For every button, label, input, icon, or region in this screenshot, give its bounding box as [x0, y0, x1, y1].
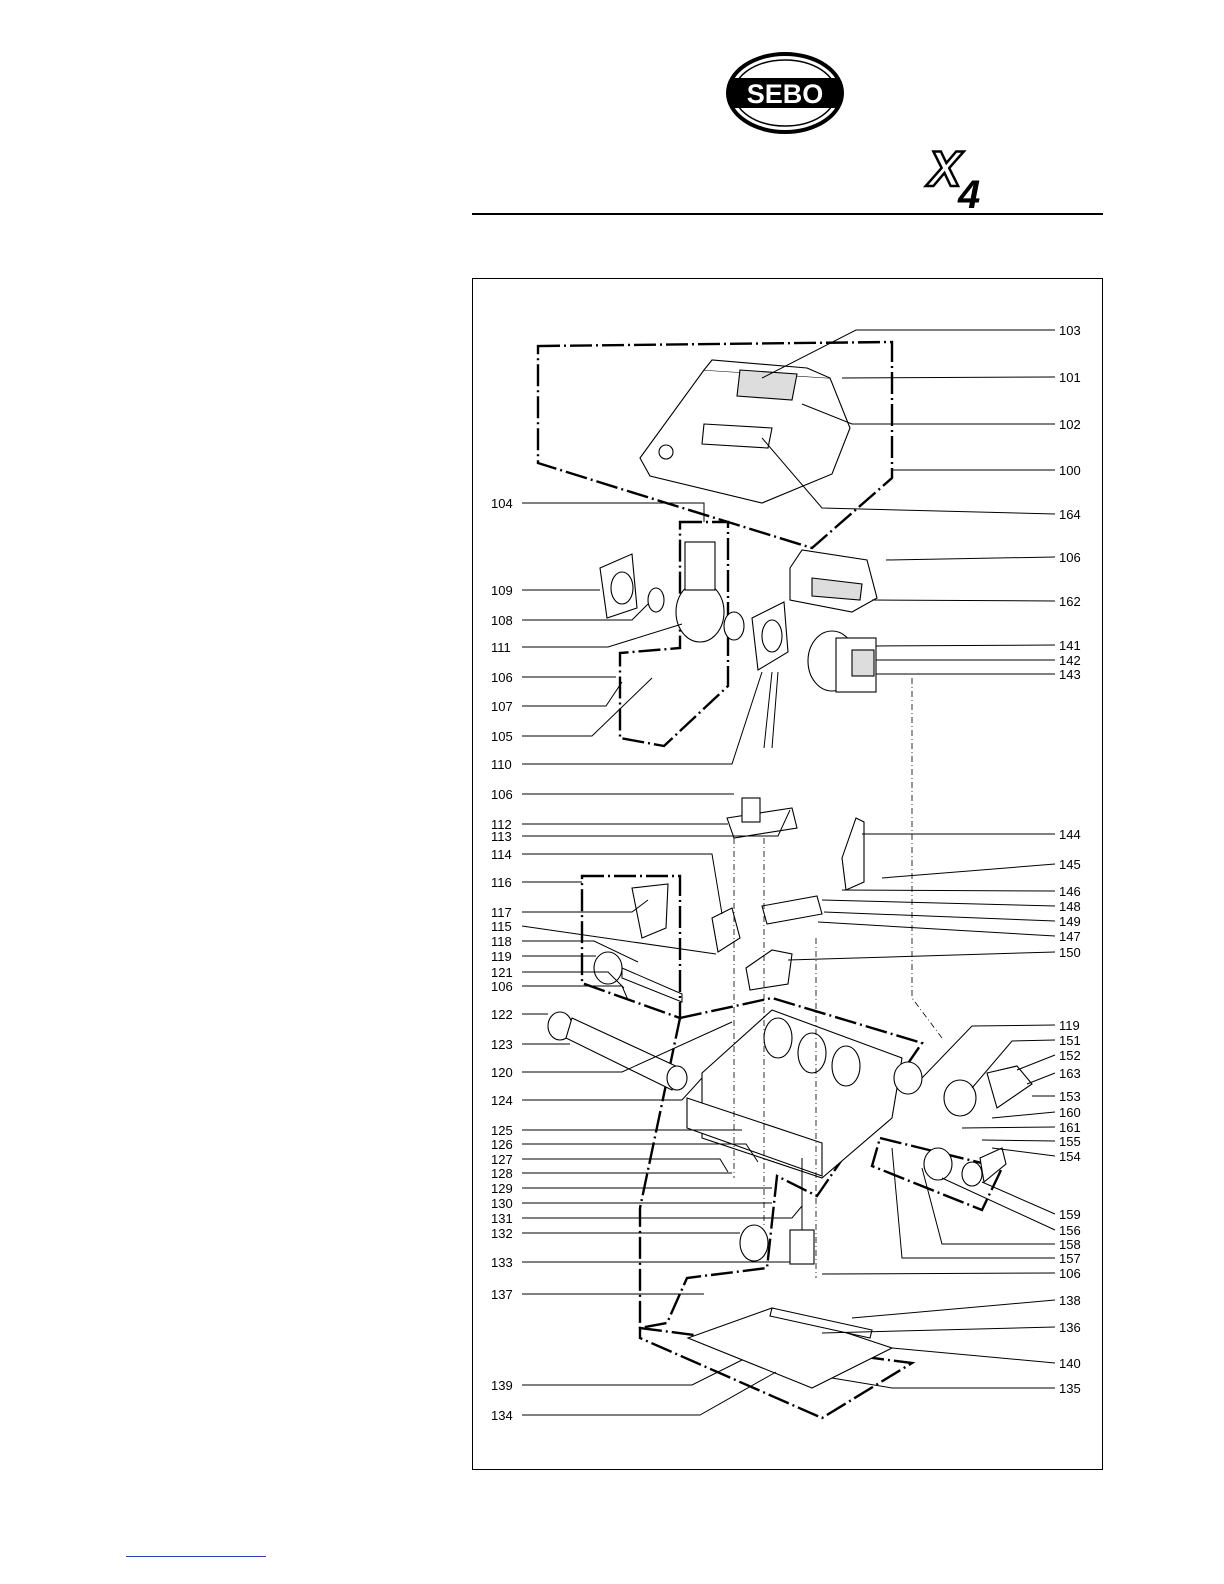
callout-122: 122	[491, 1007, 513, 1022]
brush-roller-123	[548, 1012, 687, 1090]
callout-107: 107	[491, 699, 513, 714]
callout-130: 130	[491, 1196, 513, 1211]
wheel-119-left	[594, 952, 622, 984]
fan-housing-104	[676, 542, 744, 642]
callout-102: 102	[1059, 417, 1081, 432]
callout-131: 131	[491, 1211, 513, 1226]
callout-134: 134	[491, 1408, 513, 1423]
callout-100: 100	[1059, 463, 1081, 478]
callout-162: 162	[1059, 594, 1081, 609]
callout-118: 118	[491, 934, 512, 949]
model-number: 4	[957, 173, 980, 212]
sebo-logo: SEBO	[726, 52, 844, 134]
callout-137: 137	[491, 1287, 513, 1302]
callout-105: 105	[491, 729, 513, 744]
callout-123: 123	[491, 1037, 513, 1052]
callout-116: 116	[491, 875, 512, 890]
callout-153: 153	[1059, 1089, 1081, 1104]
callout-141: 141	[1059, 638, 1081, 653]
callout-143: 143	[1059, 667, 1081, 682]
callout-142: 142	[1059, 653, 1081, 668]
callout-133: 133	[491, 1255, 513, 1270]
callout-160: 160	[1059, 1105, 1081, 1120]
callout-164: 164	[1059, 507, 1081, 522]
callout-104: 104	[491, 496, 513, 511]
motor-shroud-162	[790, 550, 877, 612]
callout-148: 148	[1059, 899, 1081, 914]
callout-150: 150	[1059, 945, 1081, 960]
callout-103: 103	[1059, 323, 1081, 338]
callout-146: 146	[1059, 884, 1081, 899]
bearing-plate-110	[752, 602, 788, 748]
callout-127: 127	[491, 1152, 513, 1167]
callout-138: 138	[1059, 1293, 1081, 1308]
callout-149: 149	[1059, 914, 1081, 929]
callout-121: 121	[491, 965, 513, 980]
callout-140: 140	[1059, 1356, 1081, 1371]
axle-118	[622, 968, 682, 1002]
base-chassis-124	[687, 1010, 902, 1178]
cover-100	[640, 360, 850, 503]
motor-141	[808, 631, 876, 692]
callout-152: 152	[1059, 1048, 1081, 1063]
exploded-parts-diagram: 103 101 102 100 164 106 162 141 142 143 …	[472, 278, 1103, 1470]
header-rule	[472, 213, 1103, 215]
callout-129: 129	[491, 1181, 513, 1196]
callout-163: 163	[1059, 1066, 1081, 1081]
callout-151: 151	[1059, 1033, 1081, 1048]
drive-motor-133	[740, 1158, 814, 1264]
callout-145: 145	[1059, 857, 1081, 872]
callout-119-b: 119	[491, 949, 512, 964]
callouts-left: 104 109 108 111 106 107 105 110 106 112 …	[491, 496, 513, 1423]
callout-158: 158	[1059, 1237, 1081, 1252]
callout-106-b: 106	[1059, 1266, 1081, 1281]
side-plate-109	[600, 554, 664, 618]
callout-113: 113	[491, 829, 512, 844]
gearbox-151	[944, 1066, 1032, 1116]
air-duct-150	[746, 950, 792, 990]
bumper-117	[632, 884, 668, 938]
leaders-right	[762, 330, 1055, 1388]
callout-120: 120	[491, 1065, 513, 1080]
callout-156: 156	[1059, 1223, 1081, 1238]
wheel-119-right	[894, 1062, 922, 1094]
callout-111: 111	[491, 640, 511, 655]
callout-126: 126	[491, 1137, 513, 1152]
callout-159: 159	[1059, 1207, 1081, 1222]
callout-154: 154	[1059, 1149, 1081, 1164]
callout-132: 132	[491, 1226, 513, 1241]
pulley-156	[924, 1148, 1006, 1186]
callout-136: 136	[1059, 1320, 1081, 1335]
callout-135: 135	[1059, 1381, 1081, 1396]
pedal-114	[712, 908, 740, 952]
logo-text: SEBO	[747, 79, 824, 109]
callout-109: 109	[491, 583, 513, 598]
callout-147: 147	[1059, 929, 1081, 944]
callout-144: 144	[1059, 827, 1081, 842]
callout-106: 106	[1059, 550, 1081, 565]
callout-114: 114	[491, 847, 512, 862]
callout-115: 115	[491, 919, 512, 934]
callout-101: 101	[1059, 370, 1081, 385]
sole-plate-134	[688, 1308, 892, 1388]
model-logo: X 4	[922, 140, 1002, 212]
callout-128: 128	[491, 1166, 513, 1181]
callout-106-d: 106	[491, 787, 513, 802]
callout-108: 108	[491, 613, 513, 628]
callout-139: 139	[491, 1378, 513, 1393]
callout-106-e: 106	[491, 979, 513, 994]
callouts-right: 103 101 102 100 164 106 162 141 142 143 …	[1059, 323, 1081, 1396]
callout-155: 155	[1059, 1134, 1081, 1149]
callout-161: 161	[1059, 1120, 1081, 1135]
bracket-144	[842, 818, 864, 890]
callout-157: 157	[1059, 1251, 1081, 1266]
callout-119: 119	[1059, 1018, 1080, 1033]
callout-110: 110	[491, 757, 512, 772]
footer-link-underline[interactable]	[126, 1556, 266, 1557]
circuit-board-149	[762, 896, 822, 924]
callout-124: 124	[491, 1093, 513, 1108]
callout-117: 117	[491, 905, 512, 920]
callout-125: 125	[491, 1123, 513, 1138]
callout-106-c: 106	[491, 670, 513, 685]
